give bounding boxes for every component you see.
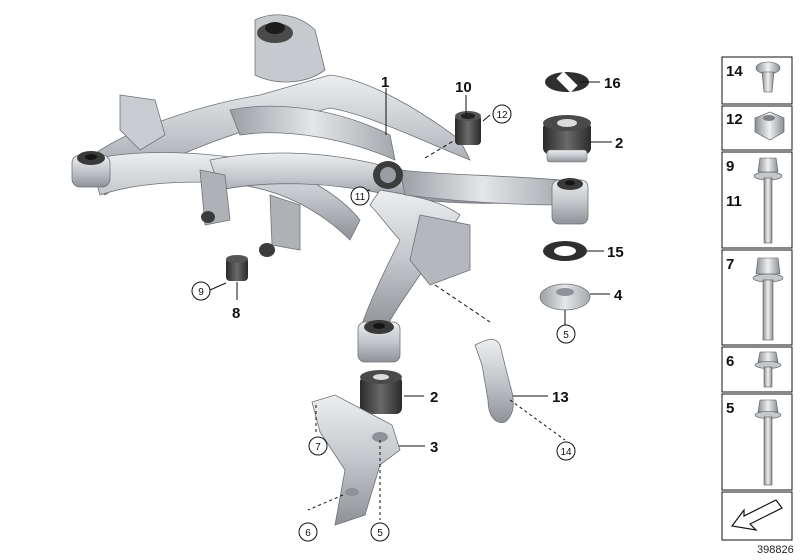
legend-5: 5 xyxy=(726,400,734,417)
document-id: 398826 xyxy=(757,544,794,556)
nut-icon xyxy=(754,111,785,141)
bushing-lower-left xyxy=(201,211,275,257)
long-bolt-icon xyxy=(753,157,783,244)
callout-2-lower: 2 xyxy=(430,389,438,406)
legend-14: 14 xyxy=(726,63,743,80)
bushing-8 xyxy=(226,255,248,281)
rubber-mount-2-upper xyxy=(543,115,591,163)
plate-4 xyxy=(539,283,591,311)
bolt-6-icon xyxy=(754,351,782,388)
circled-5-bottom: 5 xyxy=(377,528,383,539)
legend-12: 12 xyxy=(726,111,743,128)
legend-11: 11 xyxy=(726,193,742,210)
circled-11: 11 xyxy=(355,192,366,203)
callout-8: 8 xyxy=(232,305,240,322)
circled-labels xyxy=(191,104,576,542)
callout-10: 10 xyxy=(455,79,472,96)
bracket-3 xyxy=(311,394,401,526)
legend-7: 7 xyxy=(726,256,734,273)
callout-3: 3 xyxy=(430,439,438,456)
callout-1: 1 xyxy=(381,74,389,91)
bushing-top xyxy=(257,22,293,43)
circled-12: 12 xyxy=(496,110,508,121)
fastener-legend: 14 12 9 11 7 6 5 xyxy=(721,56,793,541)
circled-6: 6 xyxy=(305,528,311,539)
circled-7: 7 xyxy=(315,442,321,453)
callout-13: 13 xyxy=(552,389,569,406)
callout-16: 16 xyxy=(604,75,621,92)
direction-arrow-icon xyxy=(730,499,783,531)
bolt-7-icon xyxy=(752,257,784,341)
rubber-mount-2-lower xyxy=(360,370,402,414)
washer-15 xyxy=(543,241,587,261)
callout-labels: 1 10 16 2 15 4 8 2 3 13 xyxy=(232,74,624,456)
bushing-center xyxy=(373,161,403,189)
callout-15: 15 xyxy=(607,244,624,261)
bushing-right xyxy=(551,178,589,225)
clip-icon xyxy=(755,61,781,93)
bolt-5-icon xyxy=(754,399,782,486)
callout-2-upper: 2 xyxy=(615,135,623,152)
bushing-left xyxy=(71,151,111,188)
subframe-bushings xyxy=(71,22,589,363)
legend-6: 6 xyxy=(726,353,734,370)
spacer-washer-16 xyxy=(545,71,589,93)
rubber-bushing-10 xyxy=(455,111,481,145)
circled-label-text: 12 11 9 5 7 14 6 5 xyxy=(198,110,572,539)
bracket-13 xyxy=(474,338,514,423)
subframe xyxy=(79,14,566,331)
bushing-front xyxy=(357,320,401,363)
circled-14: 14 xyxy=(560,447,572,458)
circled-9: 9 xyxy=(198,287,204,298)
callout-4: 4 xyxy=(614,287,623,304)
legend-9: 9 xyxy=(726,158,734,175)
circled-5-right: 5 xyxy=(563,330,569,341)
